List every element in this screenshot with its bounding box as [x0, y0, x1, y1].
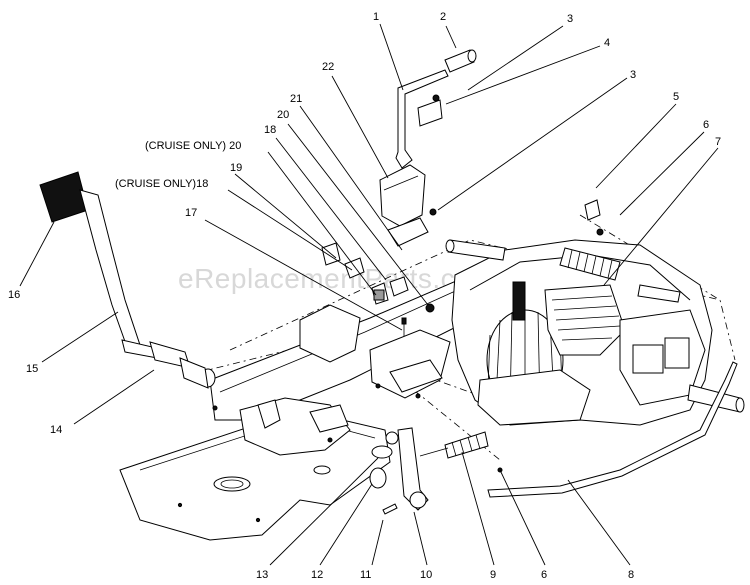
callout-16: 16 [8, 289, 20, 301]
callout-4: 4 [604, 37, 610, 49]
callout-9: 9 [490, 569, 496, 581]
callout-13: 13 [256, 569, 268, 581]
transmission-spring [559, 247, 621, 281]
callout-8: 8 [628, 569, 634, 581]
callout-2: 2 [440, 11, 446, 23]
leader-lines [19, 23, 719, 566]
callout-3-top: 3 [567, 13, 573, 25]
callout-6-top: 6 [703, 119, 709, 131]
callout-12: 12 [311, 569, 323, 581]
callout-19: 19 [230, 162, 242, 174]
callout-5: 5 [673, 91, 679, 103]
lever-assembly [379, 49, 477, 247]
callout-15: 15 [26, 363, 38, 375]
part-8-rod [487, 361, 738, 498]
chassis-frame [209, 274, 522, 456]
callout-7: 7 [715, 136, 721, 148]
callout-22: 22 [322, 61, 334, 73]
callout-17: 17 [185, 207, 197, 219]
callout-20: 20 [277, 109, 289, 121]
callout-3-right: 3 [630, 69, 636, 81]
callout-14: 14 [50, 424, 62, 436]
transmission-assembly [445, 199, 745, 426]
callout-10: 10 [420, 569, 432, 581]
callout-18: 18 [264, 124, 276, 136]
callout-labels: 1 2 3 4 22 3 5 21 6 20 7 18 (CRUISE ONLY… [8, 11, 721, 581]
callout-cruise-20: (CRUISE ONLY) 20 [145, 140, 241, 152]
callout-21: 21 [290, 93, 302, 105]
callout-1: 1 [373, 11, 379, 23]
part-9-spring [419, 431, 489, 459]
cooling-fins-block [544, 284, 626, 356]
callout-11: 11 [360, 569, 371, 581]
callout-6-bottom: 6 [541, 569, 547, 581]
brake-pedal-assembly [39, 171, 216, 389]
callout-cruise-18: (CRUISE ONLY)18 [115, 178, 208, 190]
lower-hardware [369, 427, 503, 515]
